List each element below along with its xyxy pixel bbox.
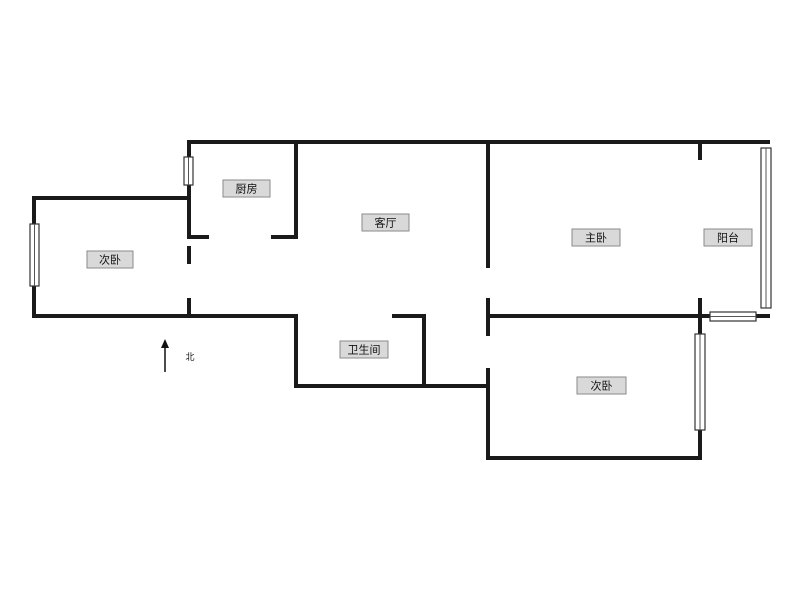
room-label-bg [339,340,389,359]
room-label-text: 卫生间 [348,343,381,357]
room-label-bg [86,250,134,269]
room-label-bathroom: 卫生间 [339,340,389,359]
walls [32,140,770,460]
room-label-text: 厨房 [236,183,258,196]
room-label-kitchen: 厨房 [222,179,271,198]
room-label-bg [571,228,621,247]
room-label-secondary-bedroom-west: 次卧 [86,250,134,269]
north-arrow-icon [161,339,169,372]
north-indicator: 北 [161,339,195,372]
room-label-text: 次卧 [99,253,121,267]
room-label-text: 主卧 [585,232,607,245]
north-label: 北 [185,352,194,363]
room-label-bg [222,179,271,198]
room-label-living-room: 客厅 [361,213,410,232]
room-label-balcony: 阳台 [703,228,753,247]
room-label-text: 阳台 [717,231,739,245]
room-label-text: 次卧 [591,379,613,393]
room-label-text: 客厅 [375,216,397,230]
windows [29,147,772,431]
room-label-bg [361,213,410,232]
room-label-bg [703,228,753,247]
room-label-master-bedroom: 主卧 [571,228,621,247]
room-label-secondary-bedroom-south: 次卧 [576,376,627,395]
room-label-bg [576,376,627,395]
